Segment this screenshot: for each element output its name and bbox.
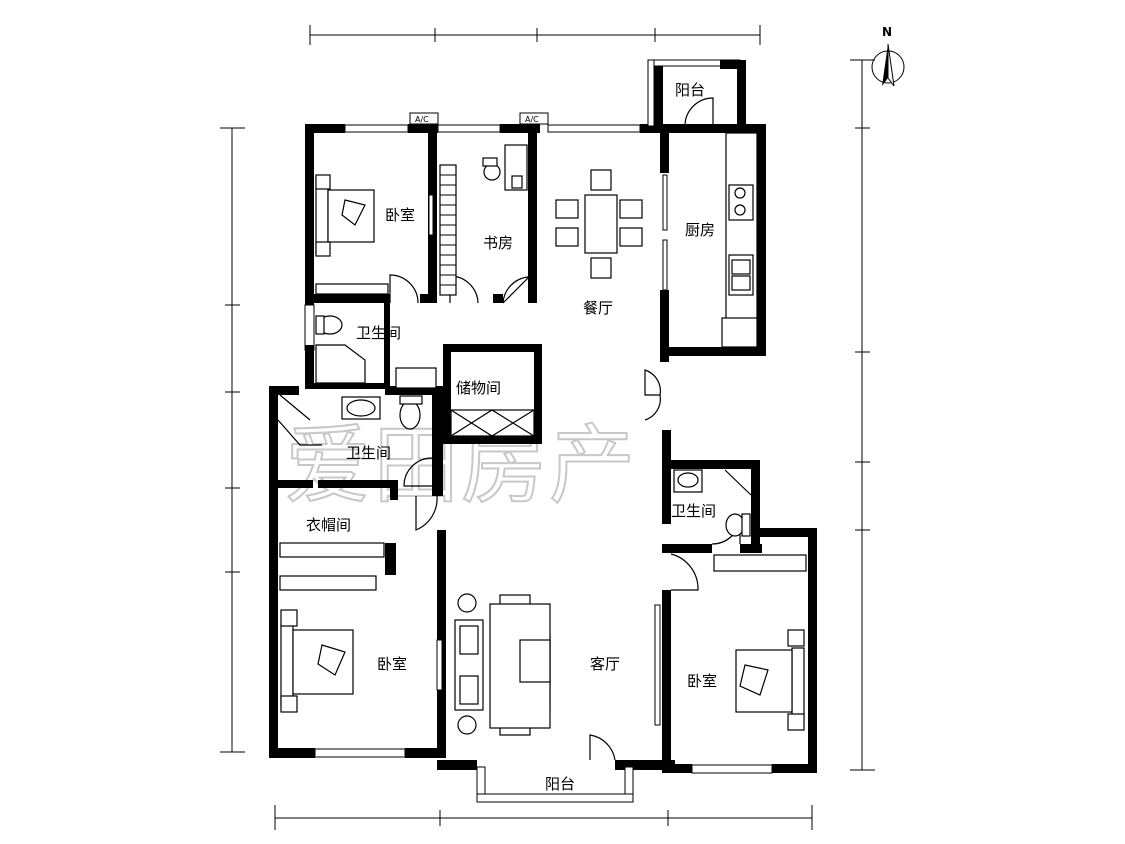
sofa-set-icon: [454, 593, 551, 736]
room-label-balcony-north: 阳台: [675, 81, 705, 99]
toilet-icon-w: [277, 395, 423, 446]
room-label-bedroom-se: 卧室: [687, 672, 717, 690]
kitchen-counter: [721, 132, 758, 348]
ac-label-1: A/C: [415, 115, 429, 124]
room-label-balcony-south: 阳台: [545, 775, 575, 793]
bed-icon-se: [735, 629, 805, 731]
room-label-kitchen: 厨房: [685, 221, 715, 239]
toilet-icon-e: [673, 469, 752, 537]
sliding-doors: [428, 174, 668, 726]
dimension-lines: [220, 25, 875, 830]
room-label-bath-north: 卫生间: [356, 324, 401, 342]
ac-label-2: A/C: [525, 115, 539, 124]
wardrobes: [279, 164, 807, 591]
room-label-living: 客厅: [590, 655, 620, 673]
north-label: N: [882, 25, 892, 39]
room-label-storage: 储物间: [456, 379, 501, 397]
toilet-icon-n: [315, 315, 437, 389]
room-label-bedroom-sw: 卧室: [377, 655, 407, 673]
bed-icon-nw: [315, 174, 375, 257]
desk-icon: [482, 144, 528, 191]
room-label-dining: 餐厅: [583, 299, 613, 317]
bed-icon-sw: [280, 609, 354, 713]
room-label-bath-east: 卫生间: [671, 502, 716, 520]
north-arrow-icon: N: [871, 25, 905, 87]
room-label-bath-west: 卫生间: [346, 444, 391, 462]
room-label-study: 书房: [483, 234, 513, 252]
room-label-bedroom-nw: 卧室: [385, 206, 415, 224]
dining-table-icon: [555, 169, 643, 279]
room-label-cloakroom: 衣帽间: [306, 516, 351, 534]
